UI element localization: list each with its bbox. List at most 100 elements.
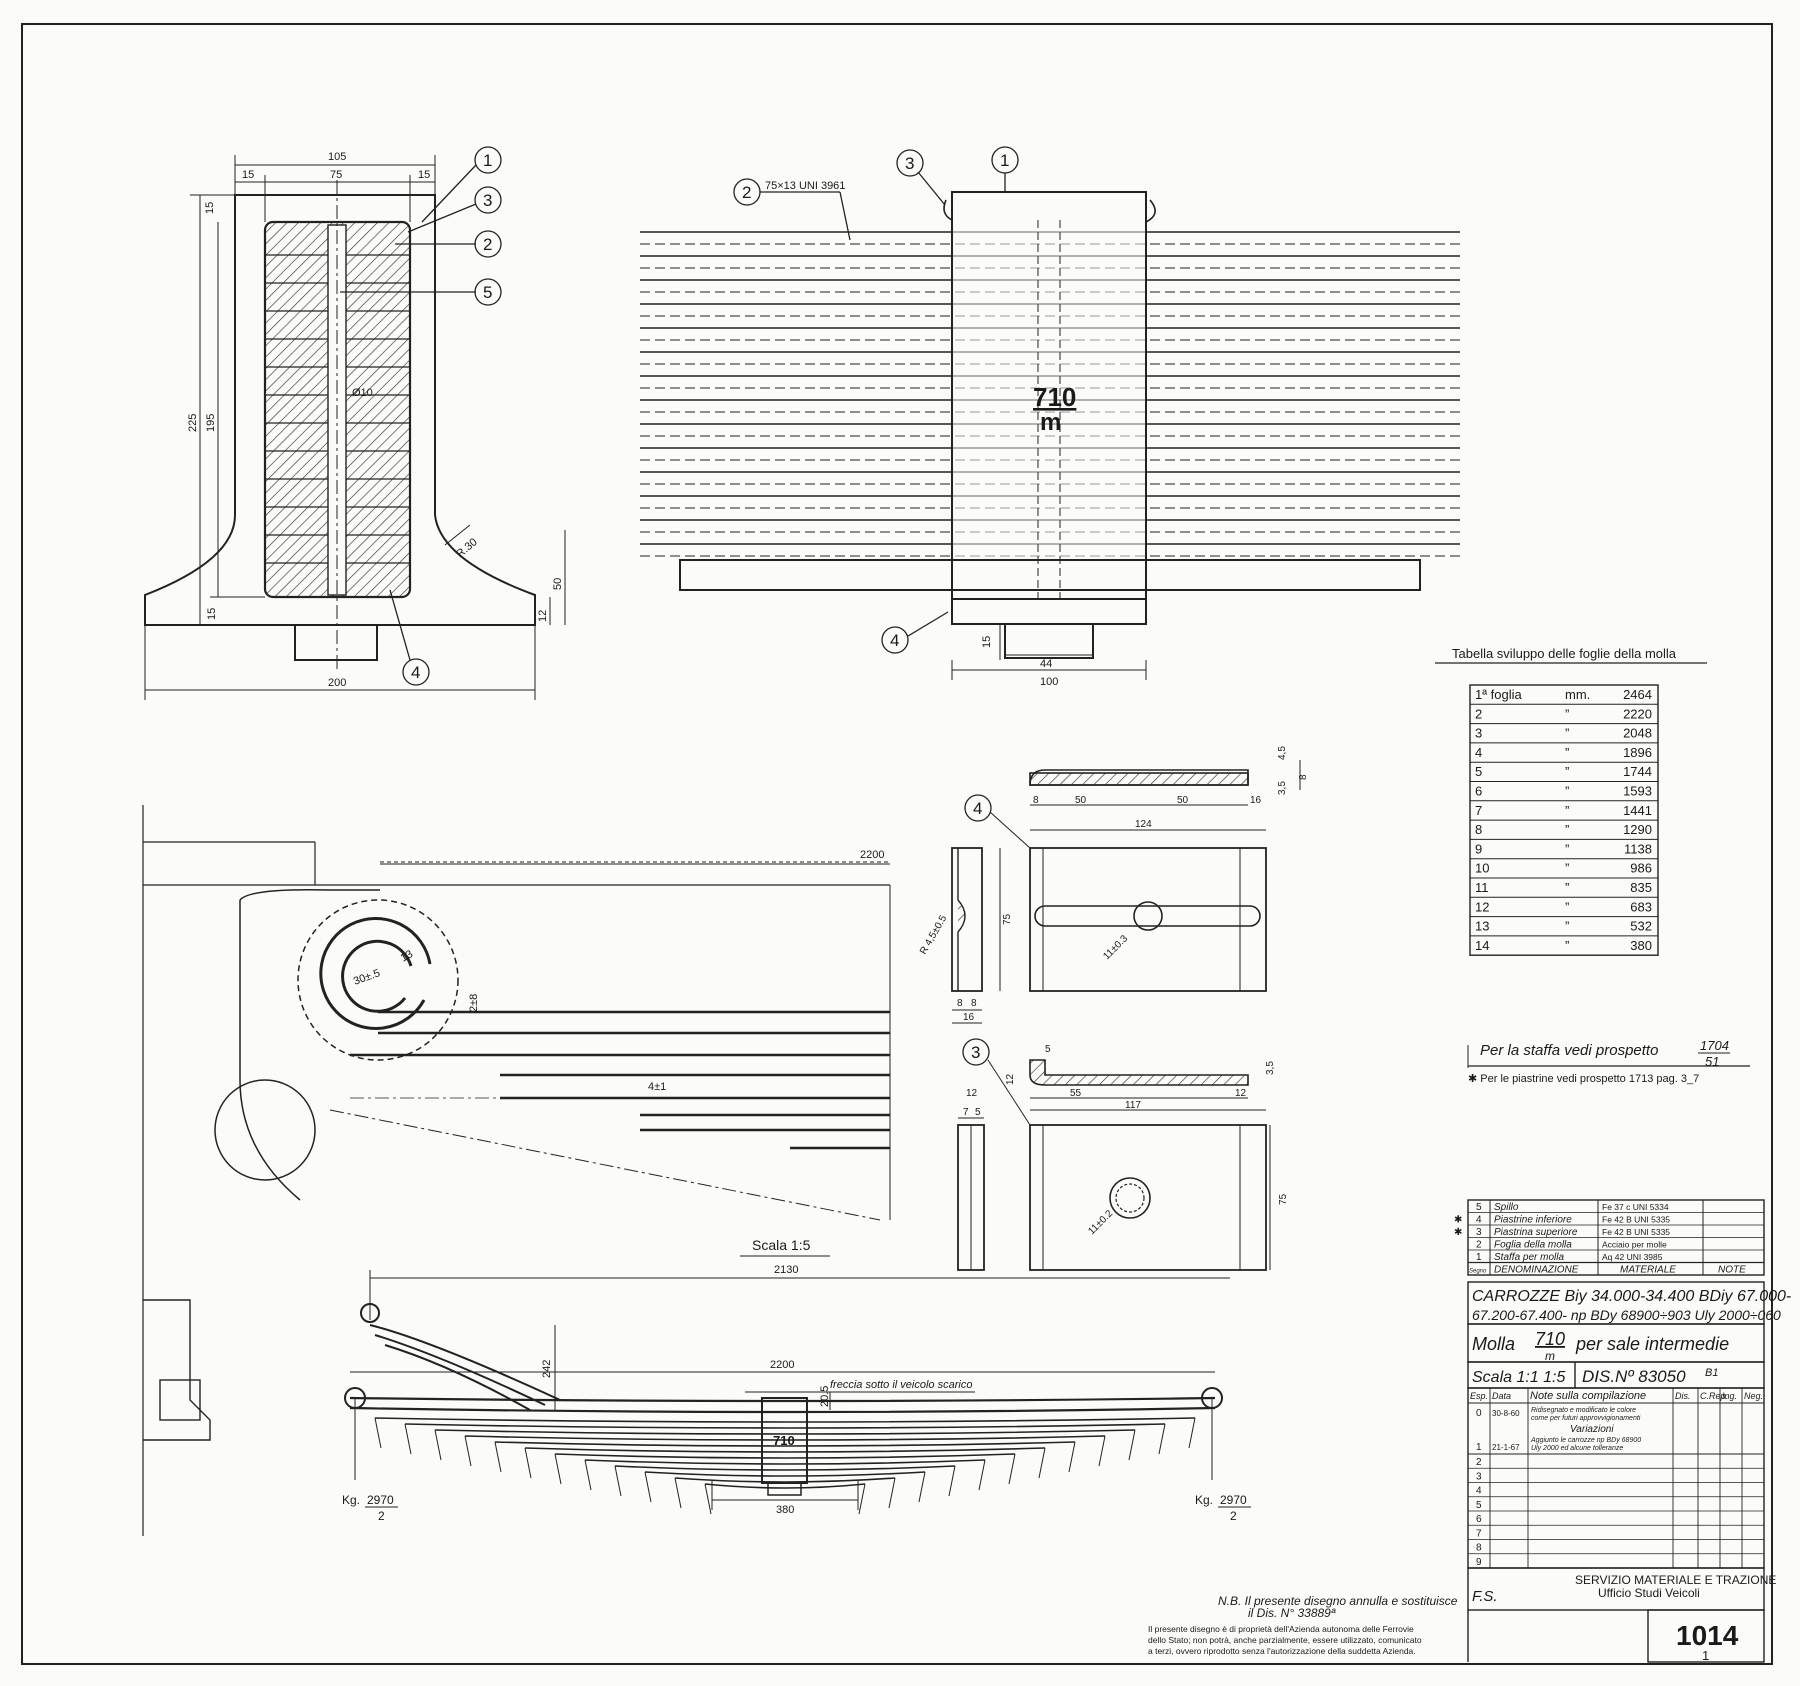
leaf-table-cell: ” [1565,919,1569,934]
leaf-table-cell: 3 [1475,726,1482,741]
eye-detail-labels: 2200 30±.5 13 2±8 4±1 [352,849,885,1093]
callout-3: 3 [971,1043,980,1062]
parts-cell: 2 [1476,1240,1482,1251]
fs-mark: F.S. [1472,1588,1498,1605]
revision-header-cell: Data [1492,1391,1511,1401]
parts-cell: Acciaio per molle [1602,1240,1667,1250]
dim-text: 44 [1040,658,1052,670]
load-right-label: Kg. [1195,1493,1213,1507]
dim-text: 2200 [770,1359,794,1371]
parts-header-cell: MATERIALE [1620,1265,1676,1276]
dim-text: 105 [328,151,346,163]
leaf-table-cell: ” [1565,803,1569,818]
parts-cell: Fe 37 c UNI 5334 [1602,1202,1669,1212]
dim-text: 16 [963,1012,975,1023]
dim-text: 12 [966,1088,978,1099]
parts-cell: Piastrine inferiore [1494,1215,1572,1226]
leaf-length-tick [918,1471,926,1503]
spring-leaf [374,1417,1196,1423]
parts-cell: Foglia della molla [1494,1240,1572,1251]
dim-text: 117 [1125,1100,1141,1111]
spring-leaf [494,1441,1076,1447]
load-left-label: Kg. [342,1493,360,1507]
leaf-table-cell: 2220 [1623,706,1652,721]
servizio-line-2: Ufficio Studi Veicoli [1598,1586,1700,1600]
scale-label: Scala 1:5 [752,1237,811,1253]
piastrine-note: ✱ Per le piastrine vedi prospetto 1713 p… [1468,1073,1699,1085]
dim-text: 225 [187,414,199,432]
leaf-length-tick [978,1459,986,1491]
dim-text: 2130 [774,1264,798,1276]
revision-cell: Ridisegnato e modificato le colore [1531,1407,1636,1414]
parts-cell: Fe 42 B UNI 5335 [1602,1227,1670,1237]
drawing-code: DIS.Nº 83050 [1582,1367,1686,1386]
leaf-table-cell: 14 [1475,938,1489,953]
carrozze-line-2: 67.200-67.400- np BDy 68900÷903 Uly 2000… [1472,1307,1781,1323]
dim-text: 195 [205,414,217,432]
scale-field: Scala 1:1 1:5 [1472,1369,1566,1386]
revision-header-cell: Neg. [1744,1391,1763,1401]
dim-text: 75 [1002,913,1013,925]
variazioni-label: Variazioni [1570,1424,1614,1435]
arrow-note: freccia sotto il veicolo scarico [830,1379,972,1391]
leaf-table-cell: ” [1565,899,1569,914]
plate-4-detail [951,760,1301,1024]
leaf-table-cell: 6 [1475,784,1482,799]
parts-cell: Staffa per molla [1494,1252,1564,1263]
dim-text: 15 [242,169,254,181]
revision-number: 9 [1476,1557,1482,1568]
dim-text: 50 [1075,795,1087,806]
reference-notes: Per la staffa vedi prospetto 1704 51 ✱ P… [1467,1038,1750,1085]
dim-text: Ø10 [352,387,373,399]
dim-text: 7 [963,1107,969,1118]
elevation-labels: 2 3 1 4 75×13 UNI 3961 15 44 100 710 m [733,146,1076,688]
leaf-table-cell: 1896 [1623,745,1652,760]
dim-text: 3,5 [1277,781,1288,795]
dim-text: 242 [541,1360,553,1378]
parts-header-cell: Segno [1469,1269,1487,1275]
parts-star: ✱ [1454,1215,1462,1226]
leaf-table-cell: 13 [1475,919,1489,934]
parts-star: ✱ [1454,1227,1462,1238]
leaf-table-cell: 5 [1475,764,1482,779]
leaf-table-cell: 986 [1630,861,1652,876]
leaf-length-tick [464,1435,472,1467]
dim-text: 8 [1033,795,1039,806]
leaf-table-cell: ” [1565,938,1569,953]
dim-text: 15 [204,202,216,214]
parts-cell: Spillo [1494,1202,1519,1213]
leaf-table-cell: ” [1565,841,1569,856]
leaf-table-cell: ” [1565,822,1569,837]
leaf-length-tick [1128,1429,1136,1461]
leaf-length-tick [704,1483,712,1515]
spring-mark-number: 710 [1033,382,1076,412]
drawing-code-suffix: B1 [1705,1367,1718,1379]
callout-1: 1 [1000,151,1009,170]
callout-3: 3 [905,154,914,173]
dim-text: 20.5 [819,1386,831,1407]
nb-note-1: N.B. Il presente disegno annulla e sosti… [1218,1594,1458,1608]
servizio-line-1: SERVIZIO MATERIALE E TRAZIONE [1575,1573,1776,1587]
dim-text: R.30 [454,536,480,560]
revision-header-cell: Note sulla compilazione [1530,1390,1646,1402]
leaf-table-cell: ” [1565,745,1569,760]
dim-text: R 4,5±0.5 [918,913,949,956]
revision-cell: 30-8-60 [1492,1409,1520,1418]
leaf-table-cell: 12 [1475,899,1489,914]
dim-text: 15 [418,169,430,181]
revision-header-cell: Esp. [1470,1391,1488,1401]
leaf-length-tick [374,1417,382,1449]
revision-number: 4 [1476,1486,1482,1497]
plate-3-detail [957,1038,1271,1271]
leaf-table-title: Tabella sviluppo delle foglie della moll… [1452,646,1677,661]
leaf-table-cell: mm. [1565,687,1590,702]
leaf-table-cell: ” [1565,861,1569,876]
dim-text: 200 [328,677,346,689]
leaf-table-cell: 380 [1630,938,1652,953]
molla-label: Molla [1472,1334,1515,1354]
property-note-1: Il presente disegno è di proprietà dell'… [1148,1624,1414,1634]
revision-number: 7 [1476,1528,1482,1539]
callout-4: 4 [890,631,899,650]
dim-text: 5 [975,1107,981,1118]
